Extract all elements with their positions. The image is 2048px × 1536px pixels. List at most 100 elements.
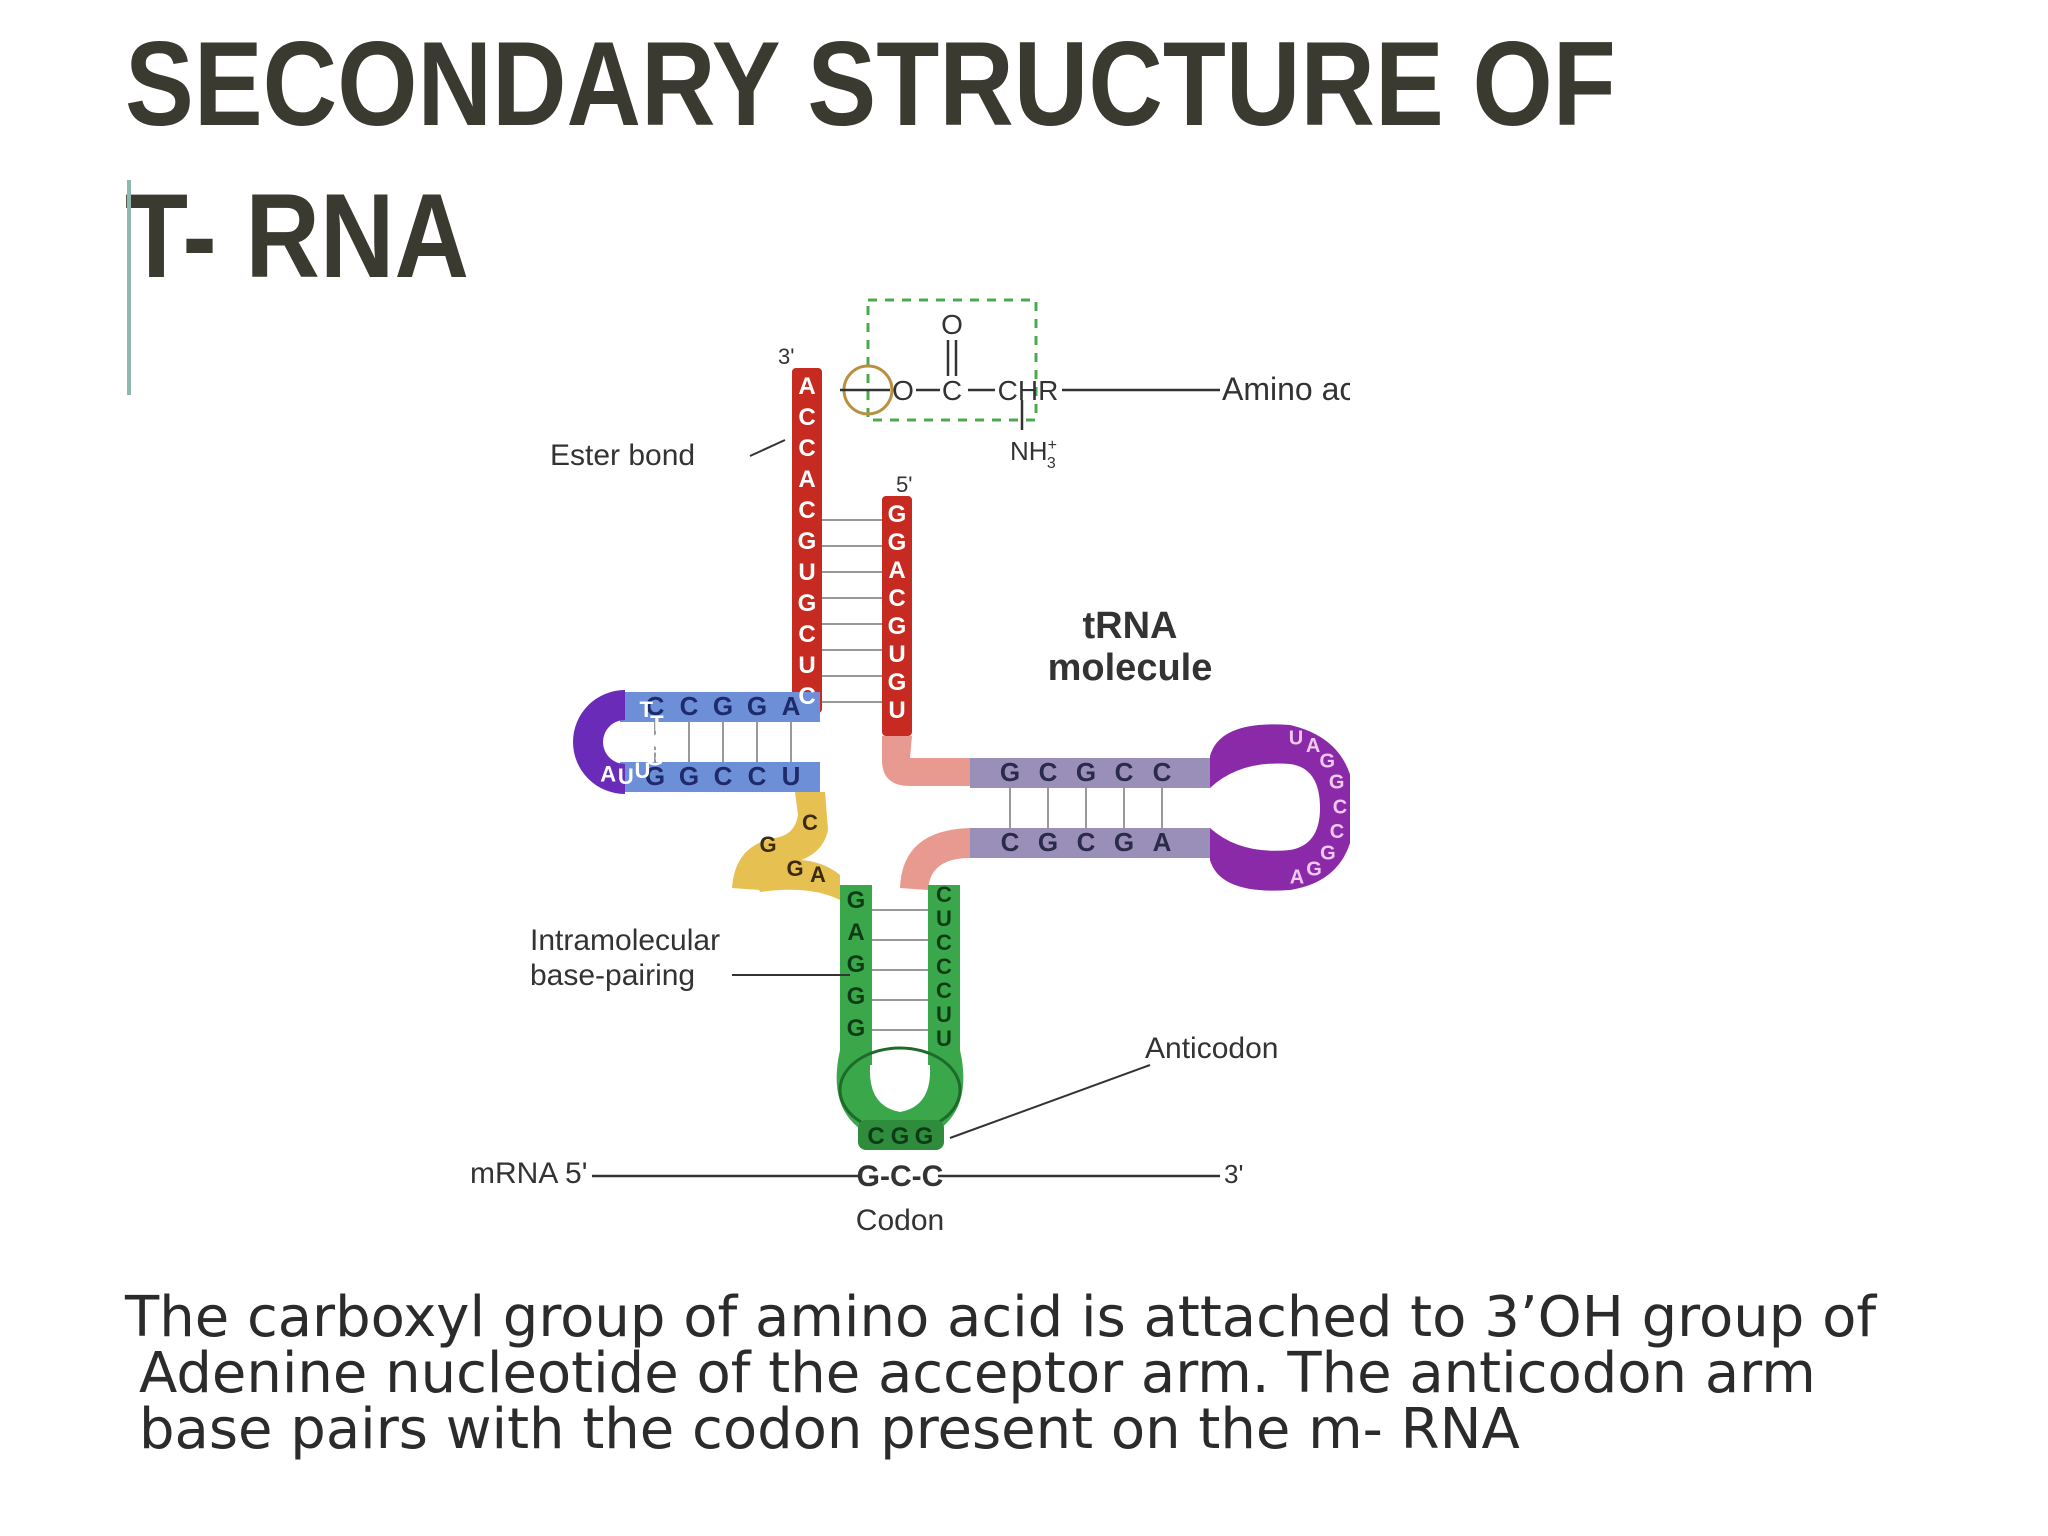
slide-title: SECONDARY STRUCTURE OF T- RNA — [125, 8, 1616, 312]
nucleotide-d_loop_seq-2: U — [635, 758, 651, 783]
nucleotide-acceptor_3_seq-0: A — [798, 373, 815, 400]
three-prime-top: 3' — [778, 344, 794, 369]
variable-to-anticodon — [750, 859, 840, 900]
ester-bond-label: Ester bond — [550, 439, 695, 472]
nucleotide-t_arm_top_seq-0: G — [1000, 757, 1020, 787]
anticodon-right-strand — [928, 885, 960, 1065]
chem-chr: CHR — [998, 375, 1059, 406]
nucleotide-acceptor_5_seq-2: A — [888, 557, 905, 584]
nucleotide-d_arm_bottom_seq-4: U — [782, 761, 801, 791]
nucleotide-anticodon_seq-1: G — [891, 1123, 910, 1150]
title-line-2: T- RNA — [125, 169, 469, 303]
nucleotide-anticodon_right_seq-1: U — [936, 906, 952, 931]
nucleotide-anticodon_left_seq-0: G — [847, 887, 866, 914]
nucleotide-variable_seq-1: G — [759, 832, 776, 857]
intramolecular-label-2: base-pairing — [530, 959, 695, 992]
nucleotide-d_loop_seq-4: C — [652, 728, 668, 753]
t-arm-top-strand — [970, 758, 1210, 788]
nucleotide-t_loop_seq-3: G — [1329, 772, 1345, 794]
d-arm-top-strand — [620, 692, 820, 722]
nucleotide-t_loop_seq-8: A — [1290, 866, 1304, 888]
caption-line-3: base pairs with the codon present on the… — [139, 1397, 1520, 1462]
nucleotide-d_loop_seq-5: T — [650, 711, 664, 736]
chem-o: O — [892, 375, 914, 406]
nucleotide-acceptor_5_seq-3: C — [888, 585, 905, 612]
nucleotide-t_loop_seq-4: C — [1333, 796, 1347, 818]
d-arm-pair-lines — [654, 722, 792, 762]
acceptor-5-strand — [882, 496, 912, 736]
t-loop — [1210, 724, 1350, 891]
nucleotide-acceptor_3_seq-1: C — [798, 404, 815, 431]
chem-nh3: NH+3 — [1010, 436, 1057, 472]
intramolecular-label-1: Intramolecular — [530, 924, 720, 957]
nucleotide-t_arm_top_seq-1: C — [1039, 757, 1058, 787]
nucleotide-anticodon_right_seq-5: U — [936, 1002, 952, 1027]
nucleotide-d_loop_seq-6: T — [640, 697, 654, 722]
nucleotide-acceptor_3_seq-4: C — [798, 497, 815, 524]
nucleotide-t_loop_seq-5: C — [1330, 821, 1344, 843]
nucleotide-d_arm_top_seq-4: A — [782, 691, 801, 721]
codon-label: Codon — [856, 1204, 944, 1237]
nucleotide-t_arm_top_seq-3: C — [1115, 757, 1134, 787]
five-prime-top: 5' — [896, 472, 912, 497]
anticodon-bar — [858, 1120, 944, 1150]
nucleotide-t_arm_top_seq-2: G — [1076, 757, 1096, 787]
nucleotide-acceptor_5_seq-6: G — [888, 669, 907, 696]
trna-molecule-label-1: tRNA — [1083, 605, 1178, 647]
nucleotide-t_loop_seq-6: G — [1320, 843, 1336, 865]
nucleotide-d_arm_top_seq-3: G — [747, 691, 767, 721]
nucleotide-acceptor_3_seq-2: C — [798, 435, 815, 462]
nucleotide-t_loop_seq-0: U — [1289, 728, 1303, 750]
anticodon-pair-lines — [872, 909, 928, 1031]
nucleotide-t_loop_seq-2: G — [1319, 750, 1335, 772]
nucleotide-acceptor_3_seq-10: C — [798, 683, 815, 710]
nucleotide-anticodon_left_seq-4: G — [847, 1015, 866, 1042]
nucleotide-anticodon_left_seq-3: G — [847, 983, 866, 1010]
acceptor-3-strand — [792, 368, 822, 713]
nucleotide-acceptor_5_seq-5: U — [888, 641, 905, 668]
chemistry-bonds — [840, 340, 1220, 430]
nucleotide-variable_seq-0: C — [802, 810, 818, 835]
nucleotide-d_loop_seq-3: G — [646, 745, 663, 770]
nucleotide-t_loop_seq-1: A — [1306, 735, 1320, 757]
codon-sequence: G-C-C — [857, 1160, 944, 1193]
trna-diagram: O O C CHR NH+3 Amino acid Ester bond 3' … — [470, 298, 1350, 1237]
nucleotide-anticodon_right_seq-4: C — [936, 978, 952, 1003]
nucleotide-t_arm_bottom_seq-1: G — [1038, 827, 1058, 857]
nucleotide-anticodon_right_seq-3: C — [936, 954, 952, 979]
d-loop — [573, 690, 625, 794]
nucleotide-d_loop_seq-1: U — [618, 764, 634, 789]
nucleotide-acceptor_3_seq-3: A — [798, 466, 815, 493]
trna-molecule-label-2: molecule — [1048, 647, 1213, 689]
caption-line-1: The carboxyl group of amino acid is atta… — [125, 1285, 1877, 1350]
acceptor-pair-lines — [822, 519, 882, 703]
nucleotide-acceptor_5_seq-1: G — [888, 529, 907, 556]
chem-c: C — [942, 375, 962, 406]
anticodon-label: Anticodon — [1145, 1032, 1278, 1065]
nucleotide-anticodon_seq-0: C — [867, 1123, 884, 1150]
nucleotide-d_arm_top_seq-0: C — [646, 691, 665, 721]
caption-line-2: Adenine nucleotide of the acceptor arm. … — [139, 1341, 1816, 1406]
nucleotide-d_arm_bottom_seq-0: G — [645, 761, 665, 791]
nucleotide-acceptor_5_seq-4: G — [888, 613, 907, 640]
nucleotide-d_loop_seq-0: A — [600, 761, 616, 786]
nucleotide-t_arm_bottom_seq-2: C — [1077, 827, 1096, 857]
accent-bar — [127, 180, 131, 395]
amino-acid-label: Amino acid — [1222, 371, 1350, 407]
connector-t-to-anticodon — [900, 828, 970, 890]
nucleotide-acceptor_3_seq-9: U — [798, 652, 815, 679]
nucleotide-acceptor_3_seq-7: G — [798, 590, 817, 617]
nucleotide-anticodon_right_seq-6: U — [936, 1026, 952, 1051]
nucleotide-acceptor_3_seq-5: G — [798, 528, 817, 555]
nucleotide-d_arm_top_seq-2: G — [713, 691, 733, 721]
